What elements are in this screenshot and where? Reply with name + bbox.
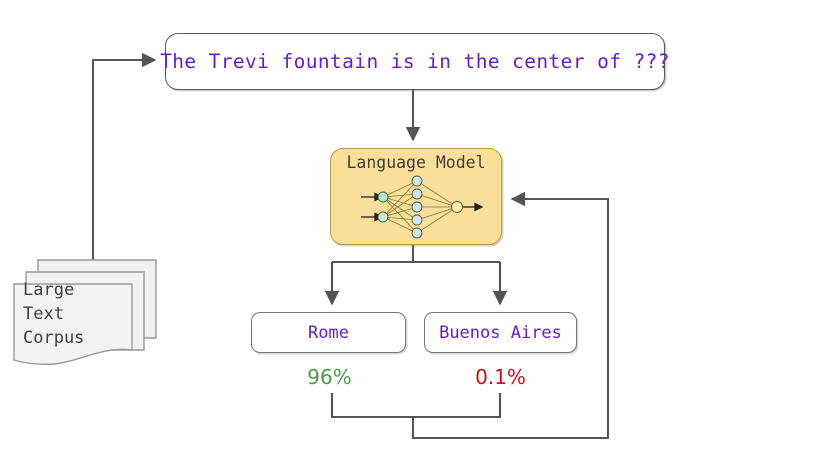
probability-rome: 96% (307, 365, 352, 389)
answer-label: Rome (308, 322, 349, 343)
wire-feedback-leg-0 (330, 393, 413, 419)
probability-buenos-aires: 0.1% (475, 365, 526, 389)
language-model-box[interactable]: Language Model (330, 148, 502, 245)
prompt-text: The Trevi fountain is in the center of ?… (160, 50, 670, 73)
neural-network-icon (361, 175, 484, 239)
corpus-label: Large Text Corpus (23, 280, 85, 348)
answer-box-rome[interactable]: Rome (251, 312, 406, 353)
answer-box-buenos-aires[interactable]: Buenos Aires (424, 312, 577, 353)
corpus-page-front (13, 283, 133, 365)
wire-feedback-leg-1 (413, 393, 502, 419)
answer-label: Buenos Aires (439, 322, 562, 343)
language-model-title: Language Model (346, 153, 486, 172)
prompt-box[interactable]: The Trevi fountain is in the center of ?… (160, 33, 670, 90)
corpus-stack (8, 258, 168, 366)
wire-corpus-to-prompt (91, 52, 157, 262)
